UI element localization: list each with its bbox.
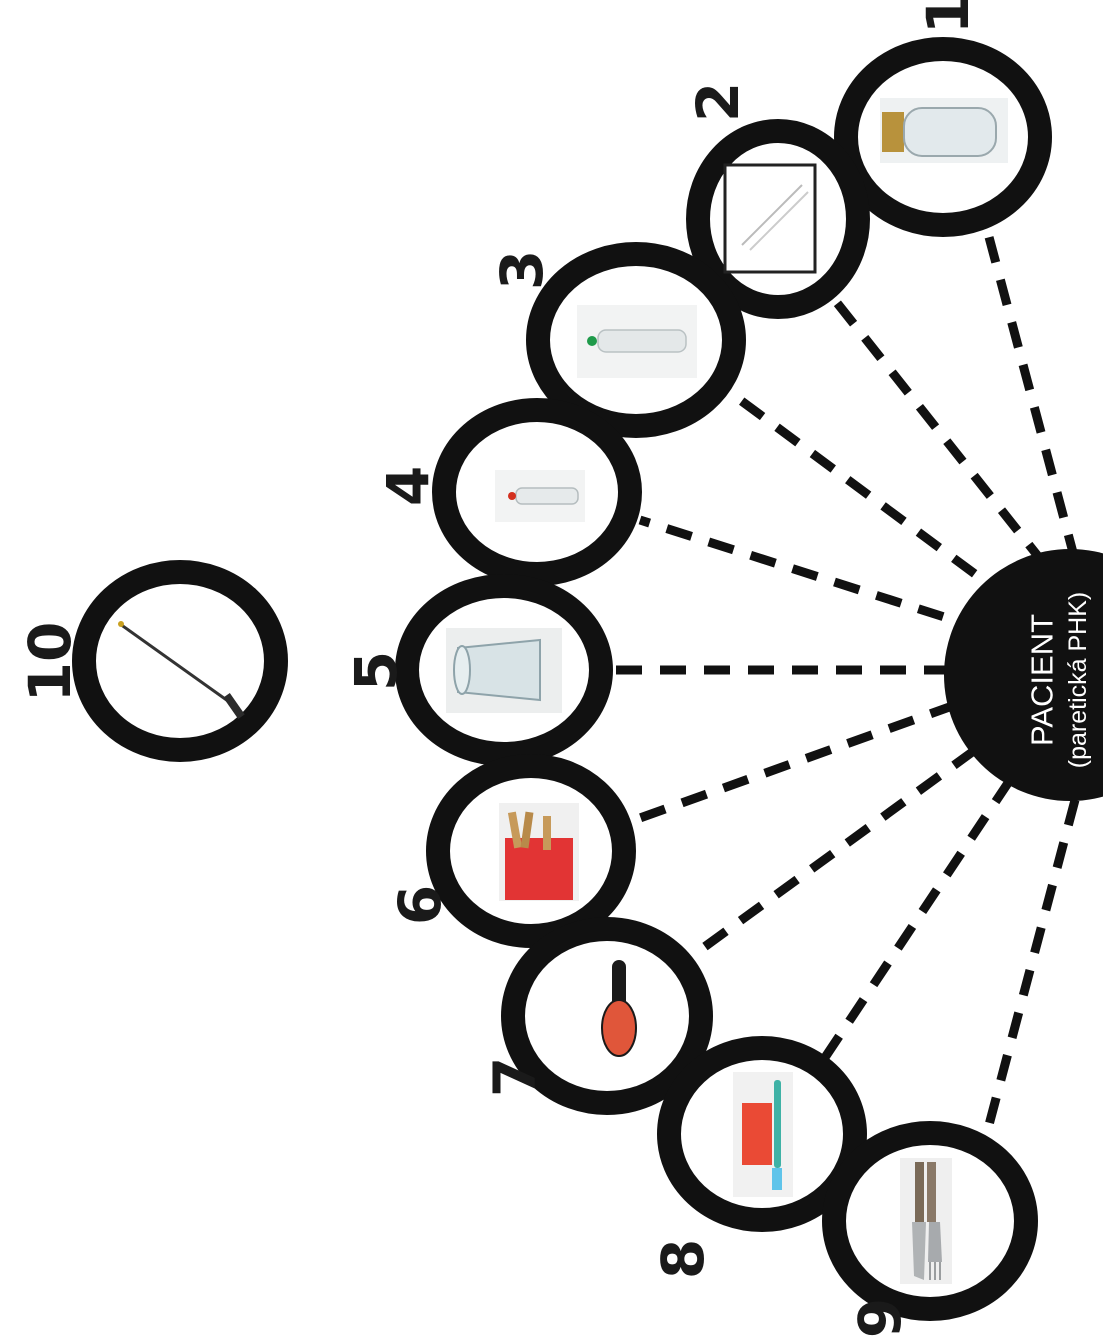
connector-line-3: [717, 381, 1013, 604]
station-6: 6: [386, 754, 636, 948]
station-number-2: 2: [684, 82, 752, 122]
station-number-9: 9: [846, 1298, 914, 1338]
connector-line-4: [638, 515, 987, 635]
reacher-stick-icon: [118, 621, 245, 719]
toothbrush-and-paste-icon: [733, 1072, 793, 1197]
station-4: 4: [374, 398, 642, 586]
station-9: 9: [822, 1121, 1038, 1338]
station-number-7: 7: [481, 1057, 549, 1097]
station-number-8: 8: [649, 1239, 717, 1279]
station-number-4: 4: [374, 466, 442, 506]
station-3: 3: [488, 242, 746, 438]
glass-jar-icon: [880, 98, 1008, 163]
small-bottle-red-cap-icon: [495, 470, 585, 522]
framed-picture-icon: [723, 163, 817, 274]
station-1: 1: [834, 0, 1052, 237]
station-number-6: 6: [386, 885, 454, 925]
station-10: 10: [16, 560, 288, 762]
connector-line-7: [700, 746, 978, 952]
connector-line-6: [638, 700, 957, 823]
station-2: 2: [684, 82, 870, 319]
station-5: 5: [342, 574, 613, 766]
station-number-1: 1: [914, 0, 982, 34]
patient-label: PACIENT: [1025, 614, 1060, 746]
station-7: 7: [481, 917, 713, 1115]
drinking-glass-icon: [446, 628, 562, 713]
connector-line-1: [980, 220, 1080, 562]
station-8: 8: [649, 1036, 867, 1279]
connector-line-9: [980, 798, 1080, 1142]
station-number-3: 3: [488, 250, 556, 290]
knife-and-fork-icon: [900, 1158, 952, 1284]
patient-sublabel: (paretická PHK): [1064, 592, 1092, 768]
connector-lines: [612, 220, 1080, 1142]
station-number-5: 5: [342, 651, 410, 691]
clothespins-on-red-paper-icon: [499, 803, 579, 901]
connector-line-2: [826, 291, 1049, 568]
station-number-10: 10: [16, 622, 84, 703]
patient-node: PACIENT (paretická PHK): [944, 549, 1103, 801]
hairbrush-icon: [601, 960, 637, 1057]
connector-line-8: [816, 777, 1014, 1068]
large-bottle-green-cap-icon: [577, 305, 697, 378]
